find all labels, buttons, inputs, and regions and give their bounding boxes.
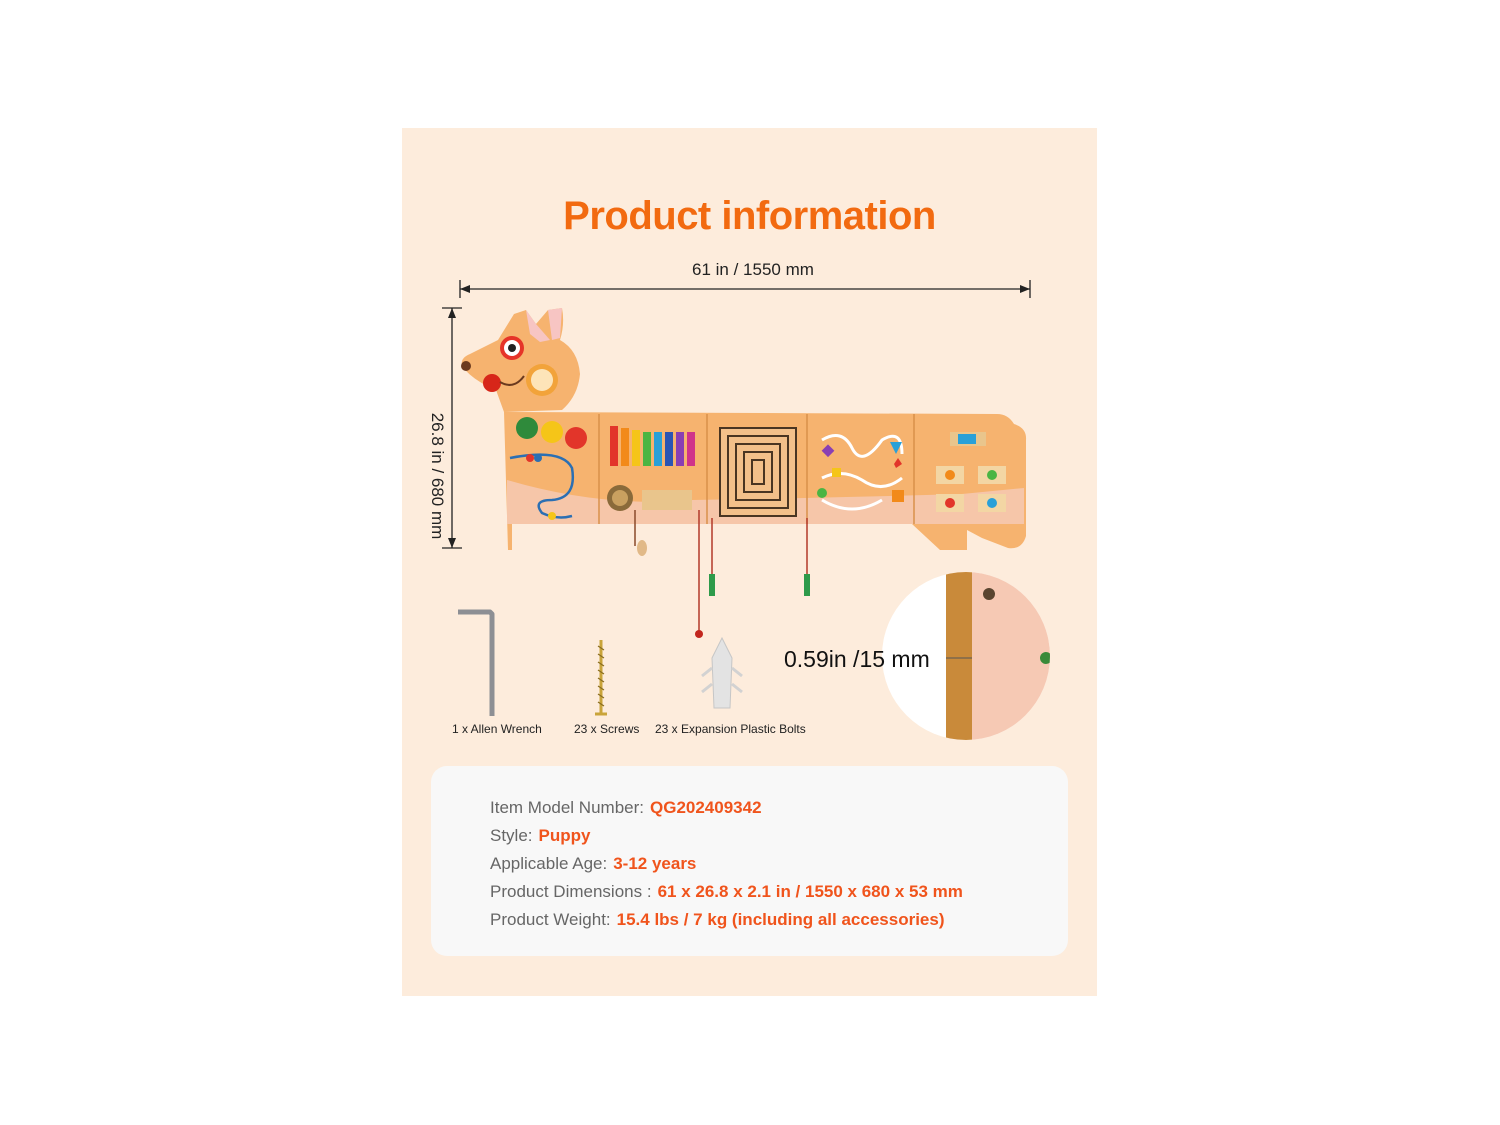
specs-panel: Item Model Number: QG202409342 Style: Pupp… [431, 766, 1068, 956]
allen-wrench-label: 1 x Allen Wrench [452, 722, 542, 736]
plastic-bolts-label: 23 x Expansion Plastic Bolts [655, 722, 806, 736]
height-dimension-arrow [442, 307, 462, 549]
spec-row-dimensions: Product Dimensions : 61 x 26.8 x 2.1 in /… [490, 882, 963, 902]
page-title: Product information [563, 194, 936, 238]
screws-label: 23 x Screws [574, 722, 640, 736]
height-label: 26.8 in / 680 mm [428, 412, 447, 540]
spec-value: 15.4 lbs / 7 kg (including all accessori… [616, 910, 945, 929]
screw-icon [595, 640, 607, 716]
spec-row-weight: Product Weight: 15.4 lbs / 7 kg (includin… [490, 910, 945, 930]
product-illustration [442, 280, 1050, 740]
spec-value: QG202409342 [650, 798, 762, 817]
thickness-label: 0.59in /15 mm [784, 646, 930, 672]
spec-row-style: Style: Puppy [490, 826, 590, 846]
spec-key: Product Weight: [490, 910, 611, 929]
width-dimension-arrow [459, 280, 1031, 298]
spec-key: Product Dimensions : [490, 882, 652, 901]
plastic-bolt-icon [701, 636, 743, 709]
spec-value: 61 x 26.8 x 2.1 in / 1550 x 680 x 53 mm [657, 882, 963, 901]
spec-row-model: Item Model Number: QG202409342 [490, 798, 762, 818]
spec-key: Style: [490, 826, 533, 845]
dog-busy-board [461, 308, 1027, 638]
product-info-card: Product information [402, 128, 1097, 996]
spec-value: 3-12 years [613, 854, 697, 873]
width-label: 61 in / 1550 mm [692, 260, 814, 279]
spec-key: Applicable Age: [490, 854, 608, 873]
spec-key: Item Model Number: [490, 798, 644, 817]
spec-value: Puppy [538, 826, 591, 845]
allen-wrench-icon [458, 609, 495, 716]
spec-row-age: Applicable Age: 3-12 years [490, 854, 696, 874]
